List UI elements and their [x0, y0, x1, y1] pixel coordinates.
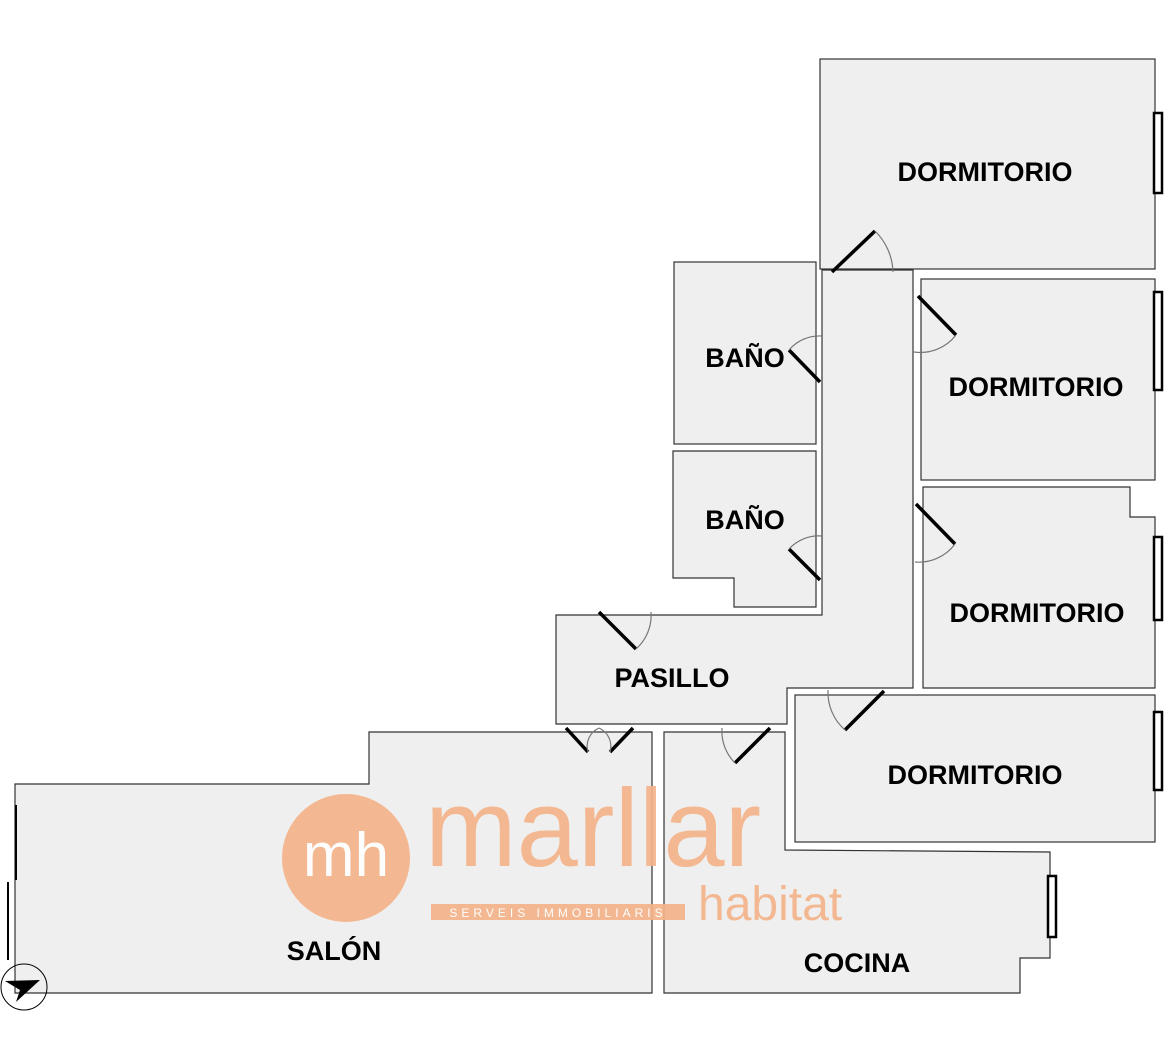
room-dormitorio-2 — [920, 278, 1156, 481]
door — [787, 535, 823, 582]
door — [564, 726, 635, 754]
north-arrow-icon — [0, 963, 48, 1011]
label-dormitorio-2: DORMITORIO — [949, 372, 1124, 402]
door — [830, 229, 894, 274]
door — [827, 689, 886, 732]
watermark-brand: marllar — [425, 767, 761, 890]
watermark-monogram: mh — [303, 821, 389, 890]
door — [597, 610, 652, 651]
room-bano-2 — [672, 450, 817, 608]
room-cocina — [663, 731, 1051, 994]
room-dormitorio-3 — [922, 486, 1156, 689]
window — [1152, 535, 1164, 622]
watermark-logo: mh marllar SERVEIS IMMOBILIARIS habitat — [282, 767, 842, 931]
label-bano-2: BAÑO — [705, 504, 785, 535]
door — [787, 335, 823, 384]
label-dormitorio-3: DORMITORIO — [950, 598, 1125, 628]
label-pasillo: PASILLO — [614, 663, 729, 693]
window — [1152, 111, 1164, 195]
label-bano-1: BAÑO — [705, 342, 785, 373]
window — [1152, 710, 1164, 792]
label-salon: SALÓN — [287, 935, 382, 966]
label-cocina: COCINA — [804, 948, 911, 978]
watermark-tagline: SERVEIS IMMOBILIARIS — [449, 906, 666, 920]
label-dormitorio-4: DORMITORIO — [888, 760, 1063, 790]
watermark-subbrand: habitat — [698, 878, 842, 931]
window — [1046, 874, 1058, 939]
room-pasillo — [555, 269, 914, 725]
window — [1152, 290, 1164, 392]
door — [721, 726, 772, 765]
room-dormitorio-1 — [819, 58, 1156, 270]
door — [913, 294, 958, 354]
door — [914, 502, 957, 563]
label-dormitorio-1: DORMITORIO — [898, 157, 1073, 187]
